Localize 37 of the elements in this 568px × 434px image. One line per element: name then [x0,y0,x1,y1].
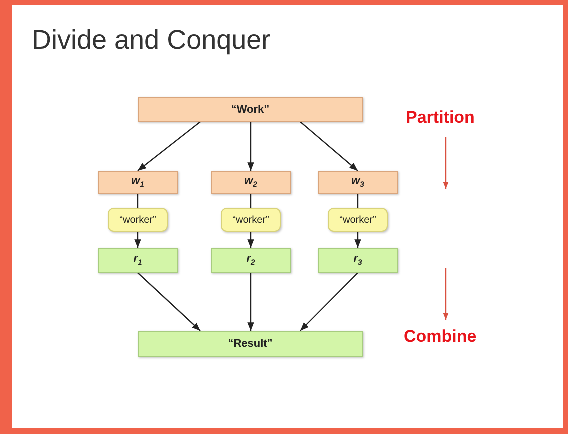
node-label: “Result” [228,338,273,350]
arrow [134,232,142,248]
arrow [248,273,254,331]
node-label: “Work” [231,104,270,116]
worker-box [221,208,281,232]
arrow [138,272,201,332]
work-part-box [318,171,398,194]
work-part-box [98,171,178,194]
node-label: w$_{3}$ [352,175,364,190]
node-label: w$_{2}$ [244,175,258,190]
result-part-box [211,248,291,273]
result-part-box [98,248,178,273]
work-part-box [211,171,291,194]
connector-line [357,194,359,208]
arrow [300,272,358,332]
connector-line [250,194,252,208]
node-label: r$_{2}$ [246,253,256,268]
node-label: r$_{1}$ [134,253,142,268]
arrow [138,122,201,172]
arrow [300,122,358,172]
node-label: r$_{3}$ [354,253,362,268]
node-label: “worker” [340,214,376,226]
node-label: “worker” [120,214,156,226]
stage-label: Combine [404,327,477,347]
stage-label: Partition [406,108,475,128]
work-box [138,97,363,122]
slide-title: Divide and Conquer [32,25,271,56]
node-label: “worker” [232,214,270,226]
result-box [138,331,363,357]
result-part-box [318,248,398,273]
worker-box [108,208,168,232]
arrow [248,232,254,248]
arrow [248,122,254,171]
worker-box [328,208,388,232]
connector-line [137,194,139,208]
arrow [354,232,362,248]
node-label: w$_{1}$ [132,175,144,190]
